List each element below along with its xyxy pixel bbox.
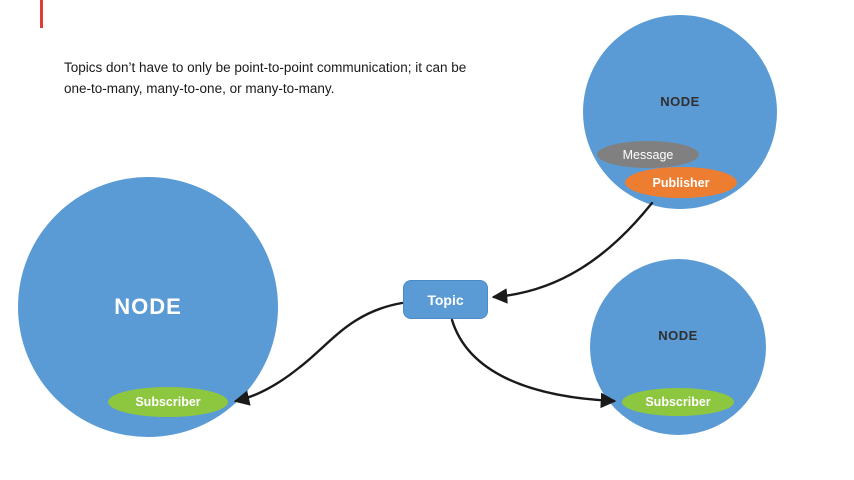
- right-subscriber-pill: Subscriber: [622, 388, 734, 416]
- left-subscriber-pill: Subscriber: [108, 387, 228, 417]
- node-top-right-label: NODE: [660, 93, 700, 109]
- topic-box: Topic: [403, 280, 488, 319]
- message-pill: Message: [597, 141, 699, 168]
- annotation-text: Topics don’t have to only be point-to-po…: [64, 60, 467, 96]
- red-marker: [40, 0, 43, 28]
- publisher-pill: Publisher: [625, 167, 737, 198]
- node-left-label: NODE: [114, 294, 182, 319]
- arrow-topic-to-right-subscriber: [450, 318, 617, 409]
- node-bottom-right-label: NODE: [658, 327, 698, 343]
